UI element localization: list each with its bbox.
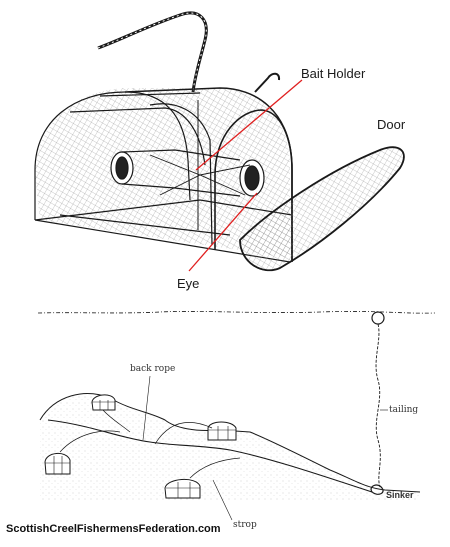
creel-4 xyxy=(164,479,201,499)
sinker-label: Sinker xyxy=(386,490,414,500)
eye-label: Eye xyxy=(177,276,200,291)
door-label: Door xyxy=(377,117,406,132)
creel-1 xyxy=(91,394,116,411)
tailing-rope xyxy=(375,323,381,488)
fleet-scene xyxy=(37,311,436,521)
bait-holder-label: Bait Holder xyxy=(301,66,366,81)
strop-2 xyxy=(154,422,213,445)
creel-trap xyxy=(34,11,405,272)
strop-4 xyxy=(189,457,241,479)
back-rope-label: back rope xyxy=(130,364,176,374)
creel-body xyxy=(35,88,290,258)
creel-2 xyxy=(207,421,237,441)
buoy xyxy=(371,311,385,325)
middle-hoop xyxy=(149,103,213,246)
strop-label: strop xyxy=(233,520,257,530)
creel-3 xyxy=(44,453,71,475)
sea-surface xyxy=(37,311,436,314)
strop-3 xyxy=(59,430,121,453)
hook xyxy=(254,72,281,93)
tailing-label: tailing xyxy=(389,405,419,415)
back-arch xyxy=(34,91,191,220)
rope xyxy=(97,11,208,93)
eye-pointer xyxy=(188,192,258,272)
bait-holder-pointer xyxy=(195,79,303,171)
strop-1 xyxy=(102,409,131,433)
credit-text: ScottishCreelFishermensFederation.com xyxy=(6,523,221,535)
